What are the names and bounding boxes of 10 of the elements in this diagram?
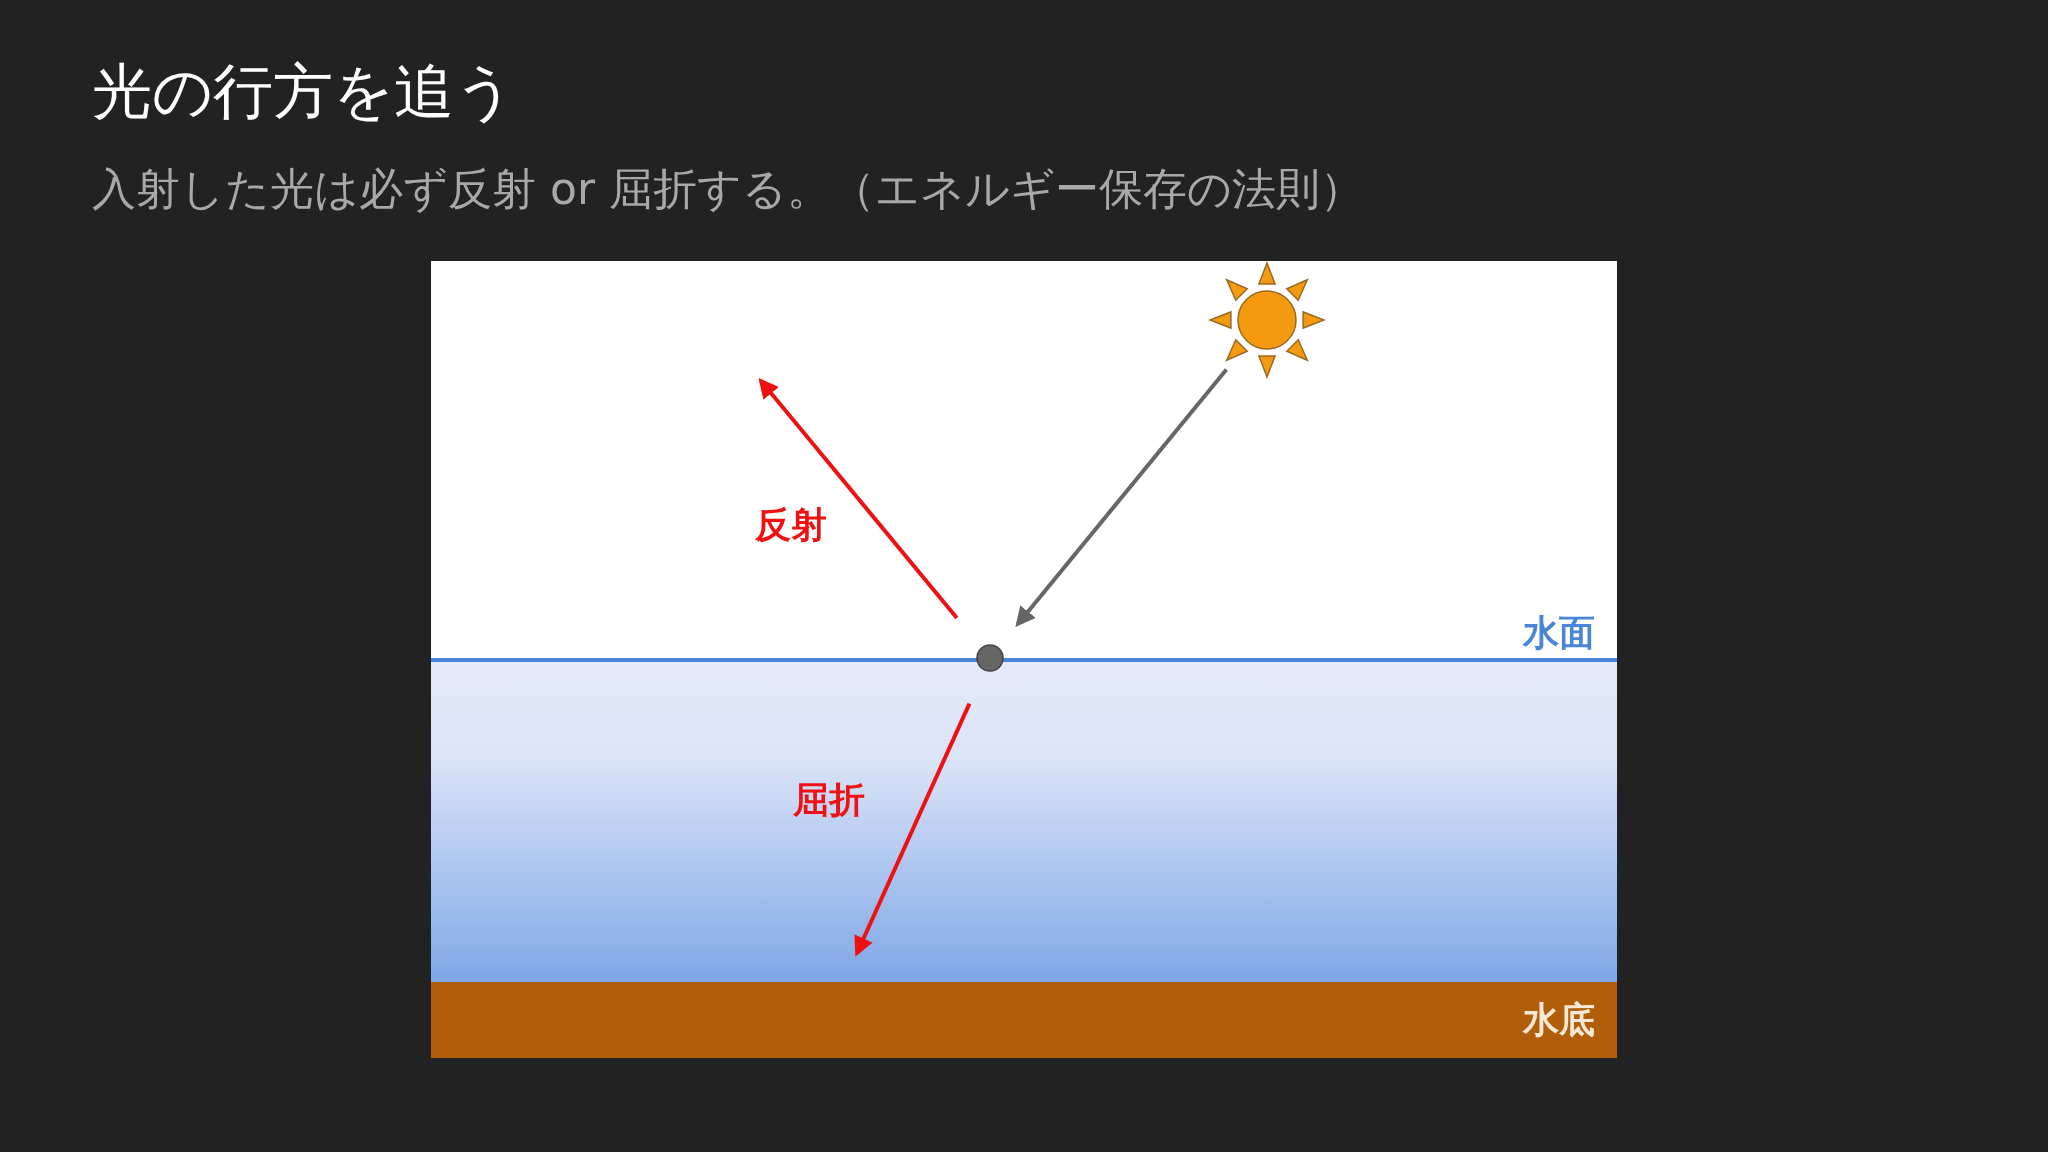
light-ray-arrow (758, 377, 959, 620)
slide-title: 光の行方を追う (92, 55, 515, 128)
light-ray-arrow (854, 702, 972, 957)
light-ray-arrow (1015, 368, 1228, 628)
water-surface-label: 水面 (1523, 611, 1595, 655)
edge-label: 屈折 (793, 777, 865, 822)
slide-subtitle: 入射した光は必ず反射 or 屈折する。（エネルギー保存の法則） (92, 162, 1364, 216)
riverbed-label: 水底 (1523, 997, 1595, 1042)
riverbed-band (431, 982, 1617, 1058)
edge-label: 反射 (755, 502, 827, 547)
